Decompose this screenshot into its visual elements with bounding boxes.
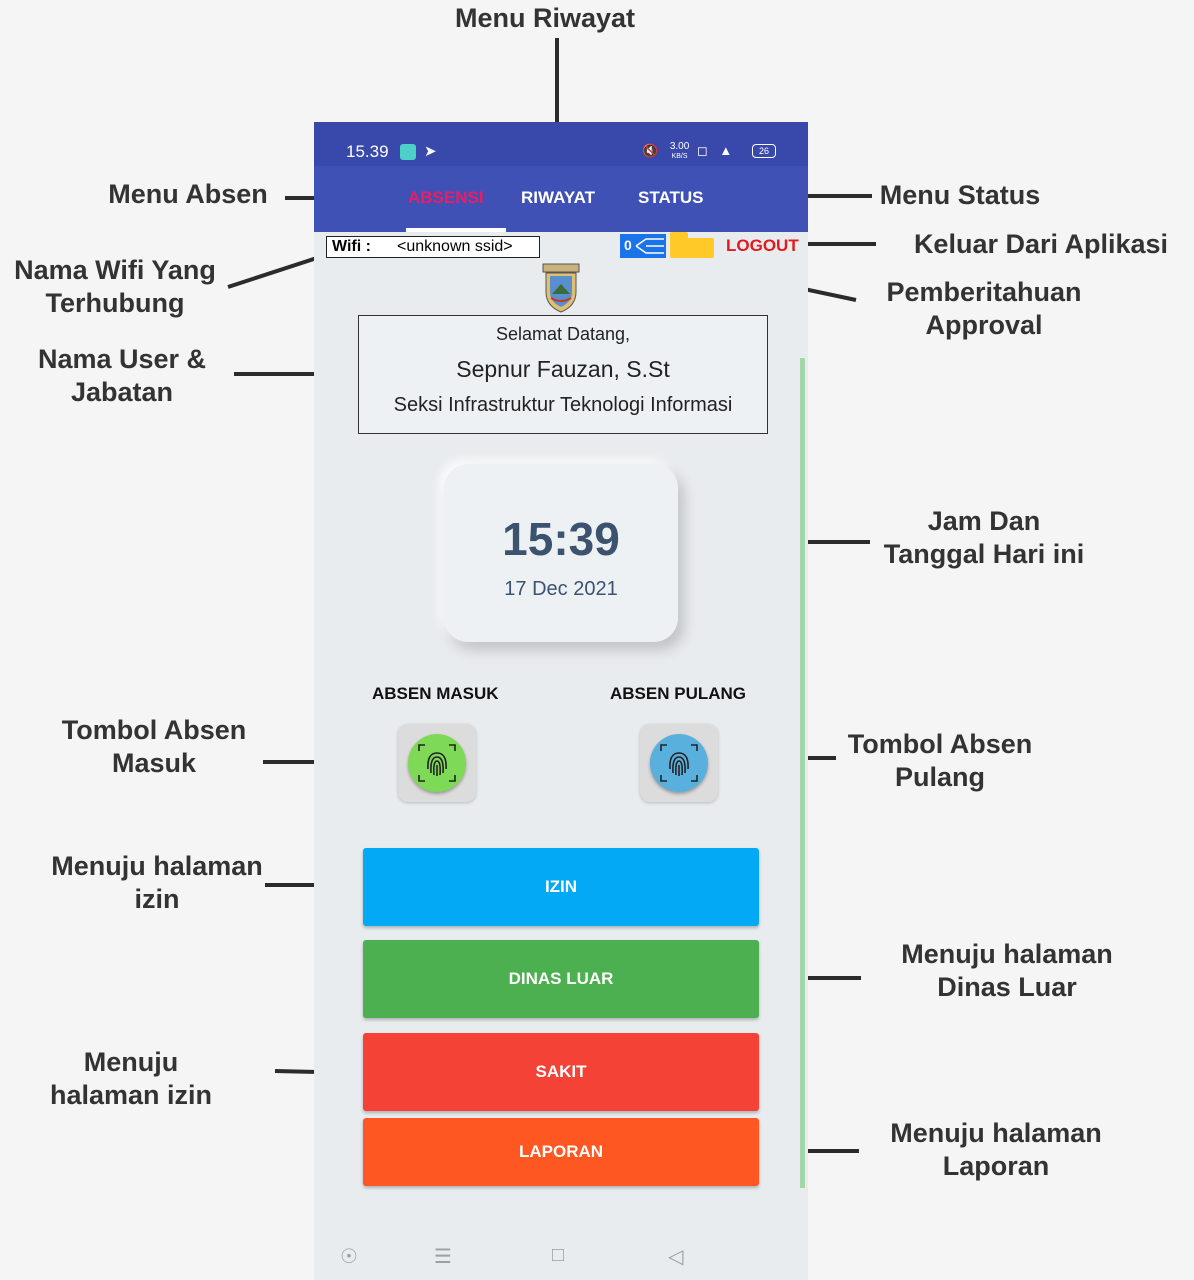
annotation-laporan-line1: Menuju halaman bbox=[890, 1118, 1102, 1148]
tab-absensi[interactable]: ABSENSI bbox=[408, 188, 484, 207]
absen-masuk-button[interactable] bbox=[398, 724, 476, 802]
welcome-card: Selamat Datang, Sepnur Fauzan, S.St Seks… bbox=[358, 315, 768, 434]
wifi-label: Wifi : bbox=[332, 238, 371, 255]
folder-icon[interactable] bbox=[670, 232, 714, 258]
telegram-icon: ➤ bbox=[424, 143, 437, 160]
clock-date: 17 Dec 2021 bbox=[504, 578, 618, 600]
annotation-masuk-line1: Tombol Absen bbox=[61, 715, 247, 745]
laporan-button[interactable]: LAPORAN bbox=[363, 1118, 759, 1186]
mute-icon: 🔇 bbox=[642, 142, 663, 158]
annotation-dinas-line1: Menuju halaman bbox=[901, 939, 1113, 969]
sakit-button[interactable]: SAKIT bbox=[363, 1033, 759, 1111]
annotation-sakit-line1: Menuju bbox=[83, 1047, 179, 1077]
absen-masuk-label: ABSEN MASUK bbox=[372, 684, 499, 703]
notification-count: 0 bbox=[624, 237, 632, 253]
scroll-indicator bbox=[800, 358, 805, 1188]
wifi-signal-icon: ◻ bbox=[696, 142, 712, 158]
annotation-pulang-line2: Pulang bbox=[894, 762, 985, 792]
system-nav-bar: ☉ ☰ □ ◁ bbox=[314, 1240, 808, 1280]
annotation-laporan-line2: Laporan bbox=[942, 1151, 1050, 1181]
absen-masuk-circle bbox=[408, 734, 466, 792]
envelope-icon bbox=[635, 238, 664, 254]
fingerprint-icon bbox=[660, 744, 698, 782]
menu-icon[interactable]: ☰ bbox=[434, 1246, 452, 1268]
annotation-jam-line2: Tanggal Hari ini bbox=[883, 539, 1085, 569]
speed-value: 3.00 bbox=[669, 141, 690, 152]
back-icon[interactable]: ◁ bbox=[668, 1246, 684, 1268]
annotation-user-line1: Nama User & bbox=[37, 344, 207, 374]
annotation-keluar: Keluar Dari Aplikasi bbox=[913, 229, 1169, 259]
annotation-menu-status: Menu Status bbox=[879, 180, 1041, 210]
clock-card: 15:39 17 Dec 2021 bbox=[444, 464, 678, 642]
absen-pulang-circle bbox=[650, 734, 708, 792]
cell-signal-icon: ▲ bbox=[719, 142, 737, 158]
wifi-ssid: <unknown ssid> bbox=[397, 238, 513, 255]
annotation-menu-absen: Menu Absen bbox=[108, 179, 268, 209]
status-time: 15.39 bbox=[346, 142, 389, 161]
user-name: Sepnur Fauzan, S.St bbox=[456, 356, 670, 382]
annotation-menu-riwayat: Menu Riwayat bbox=[454, 3, 636, 33]
annotation-jam-line1: Jam Dan bbox=[927, 506, 1041, 536]
tab-bar: ABSENSI RIWAYAT STATUS bbox=[314, 166, 808, 232]
annotation-izin-line2: izin bbox=[134, 884, 180, 914]
annotation-izin-line1: Menuju halaman bbox=[51, 851, 263, 881]
dinas-luar-button[interactable]: DINAS LUAR bbox=[363, 940, 759, 1018]
emblem-logo bbox=[542, 263, 580, 313]
izin-button[interactable]: IZIN bbox=[363, 848, 759, 926]
absen-pulang-button[interactable] bbox=[640, 724, 718, 802]
app-notification-icon bbox=[400, 144, 416, 160]
annotation-user: Nama User &Jabatan bbox=[20, 343, 224, 409]
approval-notification-button[interactable]: 0 bbox=[620, 234, 666, 258]
circle-icon[interactable]: ☉ bbox=[340, 1246, 358, 1268]
logout-button[interactable]: LOGOUT bbox=[726, 236, 799, 255]
tab-status[interactable]: STATUS bbox=[638, 188, 704, 207]
speed-unit: KB/S bbox=[671, 153, 688, 160]
annotation-wifi-line1: Nama Wifi Yang bbox=[14, 255, 216, 285]
annotation-pulang-line1: Tombol Absen bbox=[847, 729, 1033, 759]
fingerprint-icon bbox=[418, 744, 456, 782]
annotation-dinas-line2: Dinas Luar bbox=[937, 972, 1077, 1002]
annotation-approval-line1: Pemberitahuan bbox=[886, 277, 1082, 307]
annotation-masuk-line2: Masuk bbox=[111, 748, 197, 778]
absen-pulang-label: ABSEN PULANG bbox=[610, 684, 747, 703]
battery-icon: 26 bbox=[752, 144, 776, 158]
line-wifi bbox=[227, 253, 327, 289]
wifi-info: Wifi : <unknown ssid> bbox=[326, 236, 540, 258]
annotation-approval-line2: Approval bbox=[925, 310, 1043, 340]
annotation-sakit-line2: halaman izin bbox=[49, 1080, 213, 1110]
square-icon[interactable]: □ bbox=[552, 1244, 565, 1266]
welcome-greeting: Selamat Datang, bbox=[495, 324, 631, 344]
tab-indicator bbox=[406, 228, 506, 232]
clock-time: 15:39 bbox=[502, 513, 620, 565]
user-position: Seksi Infrastruktur Teknologi Informasi bbox=[393, 394, 733, 416]
tab-riwayat[interactable]: RIWAYAT bbox=[521, 188, 596, 207]
annotation-user-line2: Jabatan bbox=[70, 377, 174, 407]
annotation-wifi-line2: Terhubung bbox=[45, 288, 185, 318]
